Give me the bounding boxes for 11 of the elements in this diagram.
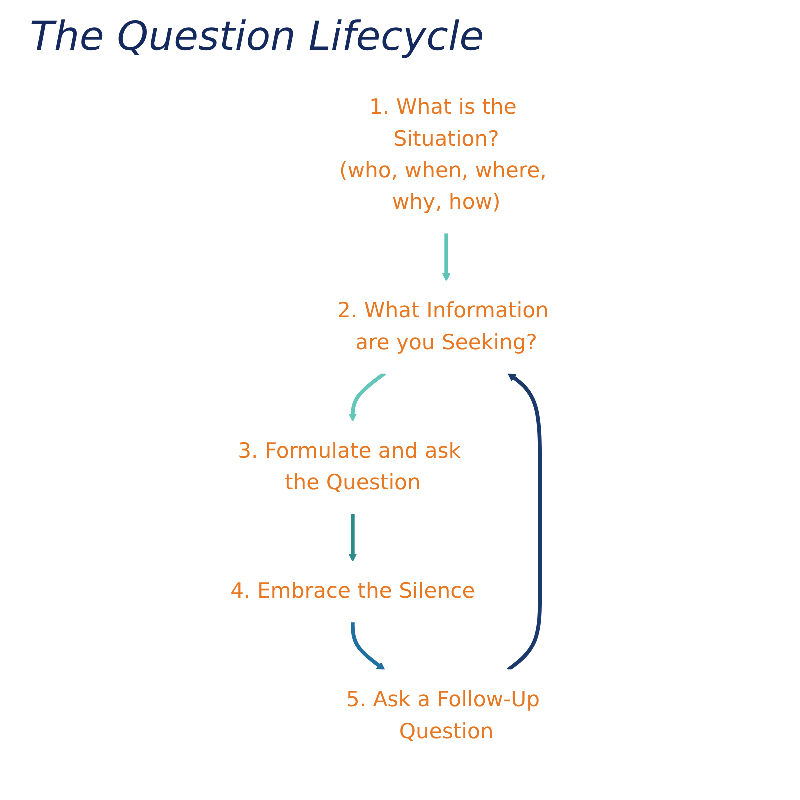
arrow xyxy=(348,372,386,422)
node-text: 5. Ask a Follow-Up Question xyxy=(346,688,540,744)
arrow xyxy=(442,233,452,282)
node-text: 3. Formulate and ask the Question xyxy=(238,440,462,496)
arrow xyxy=(351,622,386,671)
arrow xyxy=(507,373,542,672)
node-text: 1. What is the Situation? (who, when, where, why, how) xyxy=(340,96,548,215)
arrow xyxy=(348,514,358,562)
node-text: 4. Embrace the Silence xyxy=(230,580,476,604)
title: The Question Lifecycle xyxy=(30,14,484,60)
node-text: 2. What Information are you Seeking? xyxy=(338,299,550,356)
